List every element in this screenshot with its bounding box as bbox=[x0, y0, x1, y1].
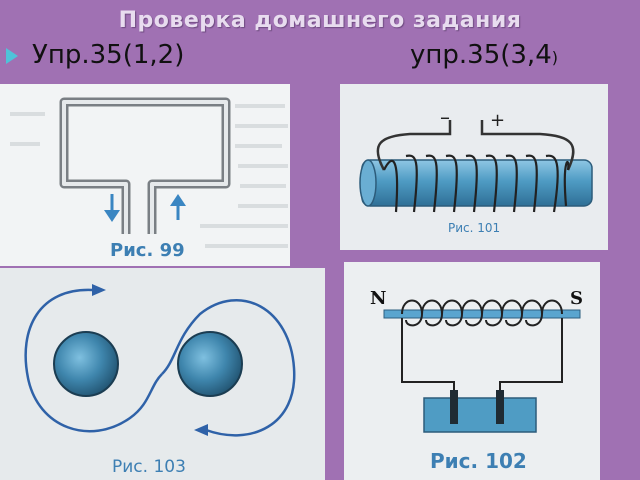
coil-windings bbox=[401, 299, 563, 327]
current-down-arrow-icon bbox=[104, 194, 120, 222]
slide-title: Проверка домашнего задания bbox=[118, 8, 522, 33]
plus-terminal: + bbox=[490, 110, 505, 131]
wire-loop-outer bbox=[59, 97, 231, 234]
figure-103-drawing: Рис. 103 bbox=[24, 284, 296, 477]
exercise-right-paren: ) bbox=[551, 48, 558, 67]
field-line-right bbox=[161, 298, 296, 437]
figure-99-caption: Рис. 99 bbox=[110, 240, 185, 261]
south-pole-label: S bbox=[570, 288, 583, 309]
arrow-head-top-icon bbox=[92, 284, 106, 296]
coil-turns bbox=[383, 154, 570, 213]
figure-101-drawing: – + Рис. 101 bbox=[359, 105, 593, 235]
current-up-arrow-icon bbox=[170, 194, 186, 220]
arrow-head-bottom-icon bbox=[194, 424, 208, 436]
exercise-right-main: упр.35(3,4 bbox=[410, 40, 552, 70]
lead-wire-left bbox=[376, 120, 452, 171]
electrode-right bbox=[496, 390, 504, 424]
lead-wire-right bbox=[480, 120, 575, 171]
bullet-icon bbox=[6, 48, 18, 64]
faded-text-lines bbox=[10, 104, 288, 248]
figure-103-caption: Рис. 103 bbox=[112, 457, 186, 477]
figure-101: – + Рис. 101 bbox=[340, 84, 608, 250]
conductor-left bbox=[53, 331, 119, 397]
conductor-right bbox=[177, 331, 243, 397]
exercise-line: Упр.35(1,2) упр.35(3,4) bbox=[6, 40, 634, 74]
circuit-wire-right bbox=[499, 318, 563, 402]
figure-102-drawing: N S Рис. 102 bbox=[370, 288, 583, 473]
wire-loop-inner bbox=[62, 100, 228, 234]
exercise-right: упр.35(3,4) bbox=[410, 40, 558, 70]
circuit-wire-left bbox=[401, 318, 455, 402]
field-line-left bbox=[24, 288, 163, 433]
electrode-left bbox=[450, 390, 458, 424]
electrolyte-bath bbox=[423, 397, 537, 433]
north-pole-label: N bbox=[370, 288, 386, 309]
exercise-left: Упр.35(1,2) bbox=[32, 40, 185, 70]
figure-102-caption: Рис. 102 bbox=[430, 449, 527, 473]
figure-103: Рис. 103 bbox=[0, 268, 325, 480]
figure-99-drawing: Рис. 99 bbox=[10, 97, 288, 261]
figure-101-caption: Рис. 101 bbox=[448, 221, 500, 235]
rod-end bbox=[359, 159, 377, 207]
figure-102: N S Рис. 102 bbox=[344, 262, 600, 480]
figure-99: Рис. 99 bbox=[0, 84, 290, 266]
minus-terminal: – bbox=[440, 105, 450, 129]
